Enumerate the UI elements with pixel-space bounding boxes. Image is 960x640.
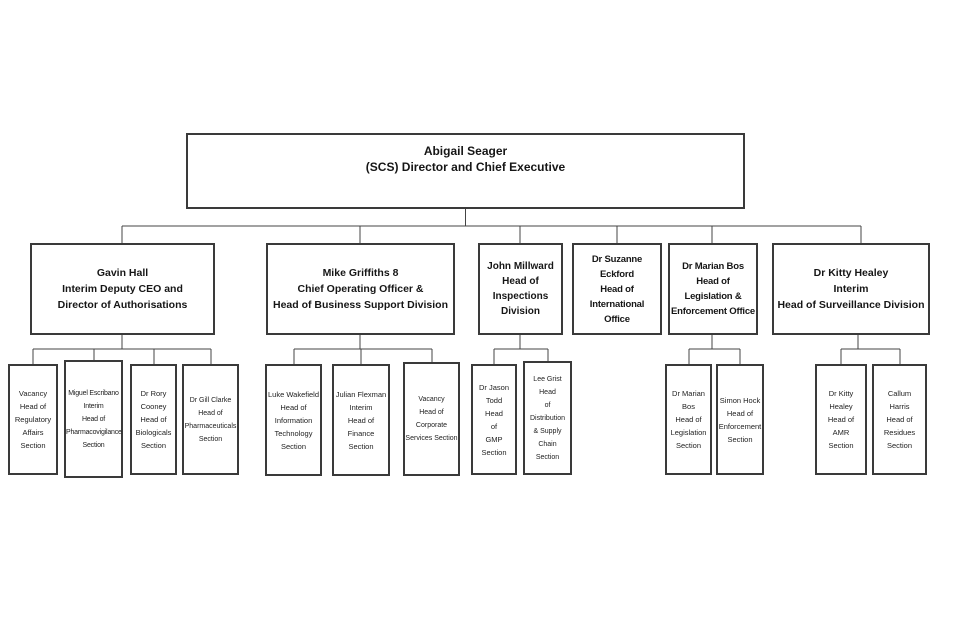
org-node-label: Gavin Hall Interim Deputy CEO and Direct… bbox=[57, 267, 188, 311]
connector-ceo-to-level2 bbox=[121, 209, 862, 243]
connector-kitty-children bbox=[840, 335, 901, 364]
org-node-chief-operating-officer: Mike Griffiths 8 Chief Operating Officer… bbox=[266, 243, 455, 335]
org-node-finance: Julian Flexman Interim Head of Finance S… bbox=[332, 364, 390, 476]
org-node-director-chief-executive: Abigail Seager (SCS) Director and Chief … bbox=[186, 133, 745, 209]
org-node-residues: Callum Harris Head of Residues Section bbox=[872, 364, 927, 475]
org-node-label: Mike Griffiths 8 Chief Operating Officer… bbox=[272, 267, 449, 311]
connector-marian-children bbox=[688, 335, 741, 364]
org-node-label: Miguel Escribano Interim Head of Pharmac… bbox=[66, 389, 122, 449]
org-node-information-technology: Luke Wakefield Head of Information Techn… bbox=[265, 364, 322, 476]
org-node-corporate-services: Vacancy Head of Corporate Services Secti… bbox=[403, 362, 460, 476]
org-node-biologicals: Dr Rory Cooney Head of Biologicals Secti… bbox=[130, 364, 177, 475]
connector-gavin-children bbox=[32, 335, 212, 364]
org-node-label: Dr Kitty Healey Interim Head of Surveill… bbox=[777, 267, 925, 311]
org-node-label: Dr Jason Todd Head of GMP Section bbox=[478, 382, 509, 457]
org-node-label: Lee Grist Head of Distribution & Supply … bbox=[529, 375, 565, 461]
org-node-enforcement-section: Simon Hock Head of Enforcement Section bbox=[716, 364, 764, 475]
org-node-head-international-office: Dr Suzanne Eckford Head of International… bbox=[572, 243, 662, 335]
org-node-label: Dr Suzanne Eckford Head of International… bbox=[589, 253, 645, 325]
org-node-distribution-supply-chain: Lee Grist Head of Distribution & Supply … bbox=[523, 361, 572, 475]
org-node-label: Dr Kitty Healey Head of AMR Section bbox=[827, 389, 855, 450]
org-node-label: Vacancy Head of Regulatory Affairs Secti… bbox=[14, 389, 52, 450]
org-node-label: Vacancy Head of Corporate Services Secti… bbox=[405, 396, 458, 442]
org-node-regulatory-affairs: Vacancy Head of Regulatory Affairs Secti… bbox=[8, 364, 58, 475]
org-node-head-legislation-enforcement: Dr Marian Bos Head of Legislation & Enfo… bbox=[668, 243, 758, 335]
org-node-label: Simon Hock Head of Enforcement Section bbox=[718, 395, 762, 444]
org-node-label: Dr Marian Bos Head of Legislation & Enfo… bbox=[670, 261, 756, 317]
org-node-pharmacovigilance: Miguel Escribano Interim Head of Pharmac… bbox=[64, 360, 123, 478]
org-node-gmp: Dr Jason Todd Head of GMP Section bbox=[471, 364, 517, 475]
org-node-label: Abigail Seager (SCS) Director and Chief … bbox=[365, 144, 566, 174]
org-node-pharmaceuticals: Dr Gill Clarke Head of Pharmaceuticals S… bbox=[182, 364, 239, 475]
connector-john-children bbox=[493, 335, 549, 364]
org-node-label: Julian Flexman Interim Head of Finance S… bbox=[335, 389, 387, 451]
org-node-head-surveillance: Dr Kitty Healey Interim Head of Surveill… bbox=[772, 243, 930, 335]
org-node-label: John Millward Head of Inspections Divisi… bbox=[487, 261, 554, 317]
org-node-label: Dr Rory Cooney Head of Biologicals Secti… bbox=[135, 389, 172, 450]
org-node-label: Callum Harris Head of Residues Section bbox=[883, 389, 916, 450]
connector-mike-children bbox=[293, 335, 433, 364]
org-node-label: Dr Gill Clarke Head of Pharmaceuticals S… bbox=[184, 396, 237, 443]
org-node-label: Dr Marian Bos Head of Legislation Sectio… bbox=[670, 389, 707, 450]
org-node-deputy-ceo: Gavin Hall Interim Deputy CEO and Direct… bbox=[30, 243, 215, 335]
org-node-label: Luke Wakefield Head of Information Techn… bbox=[268, 389, 319, 451]
org-node-legislation-section: Dr Marian Bos Head of Legislation Sectio… bbox=[665, 364, 712, 475]
org-node-head-inspections: John Millward Head of Inspections Divisi… bbox=[478, 243, 563, 335]
org-node-amr: Dr Kitty Healey Head of AMR Section bbox=[815, 364, 867, 475]
